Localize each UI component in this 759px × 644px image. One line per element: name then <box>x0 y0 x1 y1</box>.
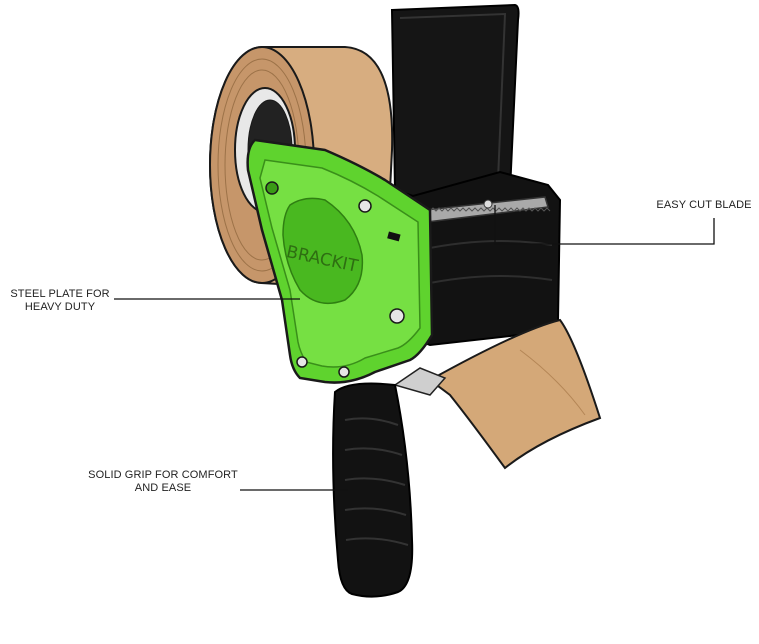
plate-slot <box>387 231 401 242</box>
callout-text: STEEL PLATE FOR <box>10 288 110 300</box>
screw-icon <box>296 356 308 368</box>
steel-side-plate: BRACKIT <box>246 138 434 384</box>
screw-icon <box>358 199 372 213</box>
tape-strip <box>428 318 602 470</box>
callout-text: SOLID GRIP FOR COMFORT <box>88 469 238 481</box>
leader-lines <box>114 205 715 491</box>
screw-icon <box>265 181 279 195</box>
roller-bracket <box>393 367 447 396</box>
callout-easy-cut-blade: EASY CUT BLADE <box>652 199 756 212</box>
callout-text: EASY CUT BLADE <box>656 199 752 211</box>
leader-line-blade <box>494 205 715 245</box>
callout-steel-plate: STEEL PLATE FOR HEAVY DUTY <box>0 288 120 314</box>
callout-text: HEAVY DUTY <box>24 301 96 313</box>
screw-icon <box>338 366 350 378</box>
callout-solid-grip: SOLID GRIP FOR COMFORT AND EASE <box>80 469 246 495</box>
callout-text: AND EASE <box>134 482 192 494</box>
grip-handle <box>332 382 414 598</box>
screw-icon <box>389 308 405 324</box>
